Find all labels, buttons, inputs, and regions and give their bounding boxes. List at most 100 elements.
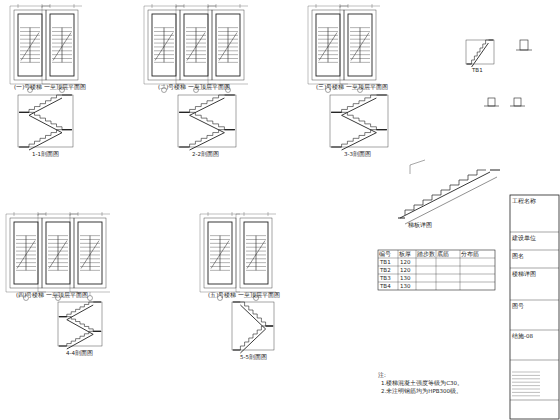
outline — [178, 95, 236, 147]
outline — [208, 222, 232, 284]
drawing-line — [512, 378, 540, 379]
drawing-line — [80, 262, 100, 263]
drawing-line — [80, 239, 100, 240]
drawing-label: 2.未注明钢筋均为HPB300级。 — [381, 388, 462, 394]
drawing-line — [48, 262, 68, 263]
drawing-line — [342, 98, 377, 115]
drawing-line — [360, 28, 361, 63]
drawing-line — [318, 27, 338, 28]
outline — [348, 14, 372, 76]
drawing-line — [184, 4, 185, 8]
drawing-label: 4-4剖面图 — [66, 350, 93, 356]
drawing-label: 踏步数 — [417, 251, 435, 257]
drawing-line — [210, 235, 230, 236]
drawing-line — [67, 320, 93, 335]
drawing-line — [59, 316, 67, 317]
drawing-label: 3-3剖面图 — [344, 151, 371, 157]
drawing-line — [398, 250, 399, 290]
drawing-line — [14, 212, 15, 216]
outline — [510, 195, 559, 419]
drawing-line — [80, 235, 100, 236]
outline — [184, 14, 208, 76]
drawing-label: 分布筋 — [461, 251, 479, 257]
drawing-label: 底筋 — [437, 251, 449, 257]
drawing-line — [179, 112, 189, 113]
drawing-line — [318, 58, 338, 59]
drawing-line — [224, 129, 234, 130]
outline — [378, 250, 495, 290]
drawing-line — [154, 39, 174, 40]
drawing-line — [102, 212, 103, 216]
drawing-line — [331, 146, 341, 147]
drawing-label: 结施-08 — [512, 333, 533, 339]
drawing-line — [210, 258, 230, 259]
drawing-line — [52, 62, 72, 63]
drawing-label: 楼梯详图 — [512, 271, 536, 277]
outline — [244, 222, 268, 284]
drawing-label: 130 — [400, 283, 411, 289]
drawing-line — [400, 172, 490, 218]
outline — [330, 95, 388, 147]
drawing-line — [48, 247, 68, 248]
outline — [78, 222, 102, 284]
drawing-line — [155, 33, 173, 61]
drawing-line — [16, 247, 36, 248]
drawing-line — [350, 39, 370, 40]
outline — [466, 40, 494, 64]
drawing-line — [218, 54, 238, 55]
drawing-line — [510, 400, 559, 401]
drawing-line — [48, 235, 68, 236]
drawing-line — [208, 6, 209, 84]
drawing-line — [154, 58, 174, 59]
drawing-line — [350, 50, 370, 51]
drawing-line — [240, 329, 265, 353]
stair-flight — [29, 95, 62, 112]
drawing-line — [318, 43, 338, 44]
outline — [14, 10, 46, 80]
drawing-label: 1.楼梯混凝土强度等级为C30。 — [381, 380, 463, 386]
drawing-line — [350, 54, 370, 55]
stair-flight — [67, 317, 93, 332]
stair-flight — [67, 331, 93, 346]
drawing-line — [144, 6, 145, 84]
drawing-line — [246, 235, 266, 236]
drawing-label: TB1 — [472, 67, 483, 73]
drawing-line — [350, 43, 370, 44]
drawing-line — [52, 58, 72, 59]
drawing-line — [16, 270, 36, 271]
outline — [50, 14, 74, 76]
drawing-line — [512, 375, 540, 376]
drawing-line — [405, 177, 497, 224]
outline — [344, 10, 376, 80]
drawing-line — [510, 268, 559, 269]
drawing-line — [510, 106, 525, 107]
drawing-line — [246, 270, 266, 271]
drawing-line — [20, 58, 40, 59]
drawing-line — [376, 94, 386, 95]
drawing-line — [246, 251, 266, 252]
drawing-line — [152, 4, 153, 8]
drawing-line — [67, 305, 93, 320]
drawing-line — [190, 98, 225, 115]
stair-flight — [472, 40, 489, 64]
axis-bubble — [88, 296, 93, 301]
drawing-line — [378, 282, 495, 283]
drawing-label: TB4 — [380, 283, 391, 289]
drawing-line — [20, 54, 40, 55]
drawing-line — [93, 301, 101, 302]
outline — [58, 302, 102, 346]
drawing-label: (三)号楼梯 一至顶层平面图 — [316, 84, 388, 90]
outline — [240, 218, 272, 288]
drawing-line — [186, 39, 206, 40]
drawing-line — [266, 325, 274, 326]
drawing-line — [246, 262, 266, 263]
drawing-line — [18, 4, 19, 8]
drawing-line — [240, 4, 241, 8]
drawing-label: (二)号楼梯 一至顶层平面图 — [158, 84, 230, 90]
drawing-line — [196, 28, 197, 63]
drawing-line — [179, 146, 189, 147]
drawing-line — [350, 62, 370, 63]
drawing-line — [308, 6, 309, 84]
drawing-line — [328, 28, 329, 63]
